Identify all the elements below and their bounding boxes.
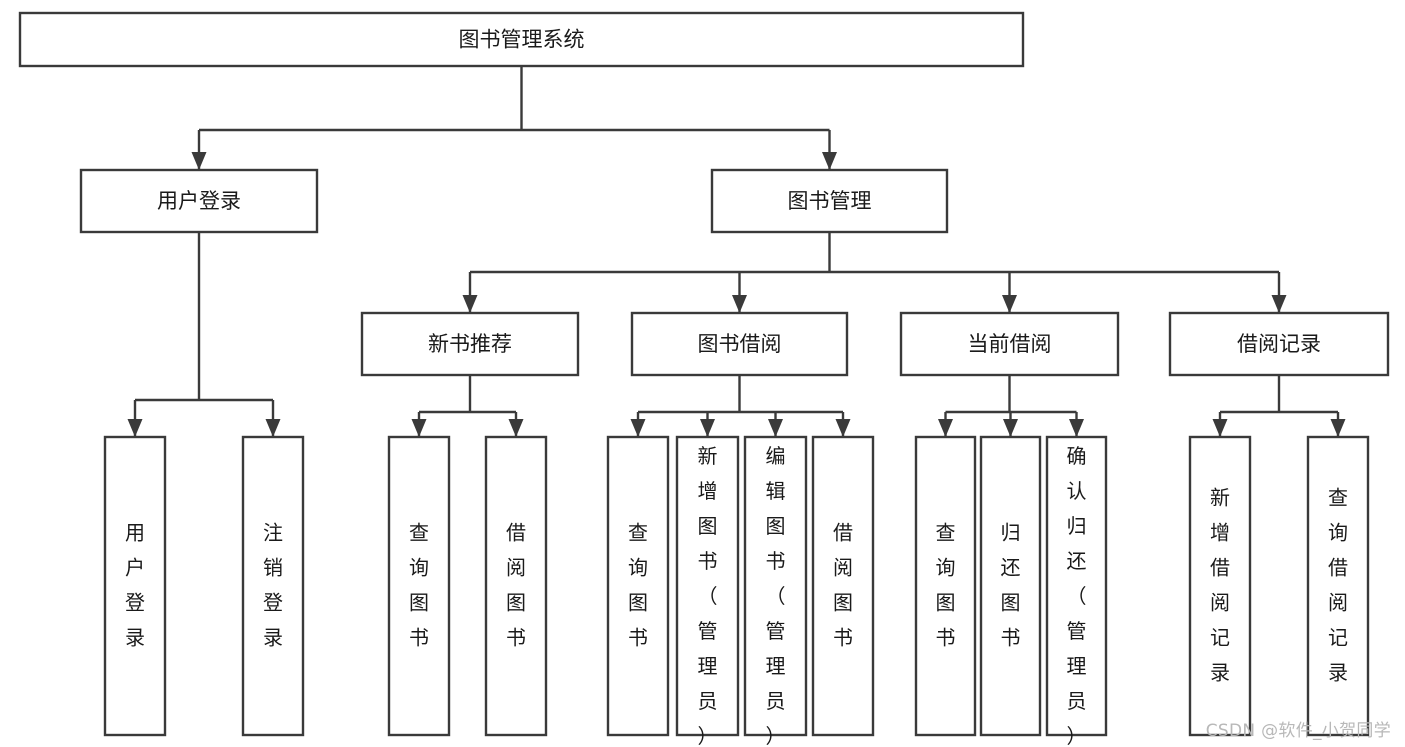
node-leaf-查询图书-4[interactable]: 查询图书 (606, 435, 670, 737)
node-rect (710, 168, 949, 234)
arrow-head-icon (768, 419, 783, 437)
node-label: 查询图书 (409, 520, 429, 649)
node-label: 图书管理 (788, 189, 872, 213)
node-leaf-借阅图书-7[interactable]: 借阅图书 (811, 435, 875, 737)
node-rect (360, 311, 580, 377)
node-label: 借阅图书 (833, 520, 853, 649)
node-l3-图书借阅-1[interactable]: 图书借阅 (630, 311, 849, 377)
node-leaf-注销登录-1[interactable]: 注销登录 (241, 435, 305, 737)
node-rect (606, 435, 670, 737)
node-label: 查询图书 (628, 520, 648, 649)
node-rect (630, 311, 849, 377)
node-leaf-确认归还-管理员-10[interactable]: 确认归还（管理员） (1045, 435, 1108, 747)
node-l3-新书推荐-0[interactable]: 新书推荐 (360, 311, 580, 377)
node-label: 新增借阅记录 (1210, 485, 1230, 684)
node-leaf-归还图书-9[interactable]: 归还图书 (979, 435, 1042, 737)
node-rect (387, 435, 451, 737)
node-label: 图书管理系统 (459, 28, 585, 52)
node-rect (899, 311, 1120, 377)
nodes-layer: 图书管理系统用户登录图书管理新书推荐图书借阅当前借阅借阅记录用户登录注销登录查询… (18, 11, 1390, 747)
node-rect (79, 168, 319, 234)
node-rect (1045, 435, 1108, 737)
node-leaf-查询借阅记录-12[interactable]: 查询借阅记录 (1306, 435, 1370, 737)
node-leaf-用户登录-0[interactable]: 用户登录 (103, 435, 167, 737)
edges-layer (127, 66, 1346, 437)
arrow-head-icon (630, 419, 646, 437)
node-rect (811, 435, 875, 737)
arrow-head-icon (462, 295, 478, 313)
arrow-head-icon (1212, 419, 1228, 437)
node-rect (914, 435, 977, 737)
arrow-head-icon (127, 419, 143, 437)
node-leaf-新增借阅记录-11[interactable]: 新增借阅记录 (1188, 435, 1252, 737)
arrow-head-icon (1069, 419, 1084, 437)
arrow-head-icon (732, 295, 747, 313)
arrow-head-icon (1330, 419, 1346, 437)
node-label: 归还图书 (1001, 520, 1021, 649)
arrow-head-icon (508, 419, 524, 437)
node-l3-借阅记录-3[interactable]: 借阅记录 (1168, 311, 1390, 377)
node-leaf-新增图书-管理员-5[interactable]: 新增图书（管理员） (675, 435, 740, 747)
node-leaf-查询图书-8[interactable]: 查询图书 (914, 435, 977, 737)
node-rect (484, 435, 548, 737)
node-label: 用户登录 (157, 189, 241, 213)
csdn-watermark: CSDN @软件_小贺同学 (1205, 721, 1391, 741)
node-label: 查询图书 (936, 520, 956, 649)
arrow-head-icon (822, 152, 837, 170)
node-label: 确认归还（管理员） (1067, 444, 1087, 747)
node-l3-当前借阅-2[interactable]: 当前借阅 (899, 311, 1120, 377)
node-leaf-查询图书-2[interactable]: 查询图书 (387, 435, 451, 737)
node-l2-用户登录-0[interactable]: 用户登录 (79, 168, 319, 234)
node-leaf-借阅图书-3[interactable]: 借阅图书 (484, 435, 548, 737)
node-label: 查询借阅记录 (1328, 485, 1348, 684)
node-label: 注销登录 (263, 520, 283, 649)
arrow-head-icon (1003, 419, 1018, 437)
arrow-head-icon (1002, 295, 1017, 313)
arrow-head-icon (835, 419, 851, 437)
node-rect (675, 435, 740, 737)
node-rect (103, 435, 167, 737)
arrow-head-icon (191, 152, 207, 170)
node-root-图书管理系统[interactable]: 图书管理系统 (18, 11, 1025, 68)
node-label: 用户登录 (125, 520, 145, 649)
node-rect (743, 435, 808, 737)
node-rect (979, 435, 1042, 737)
node-rect (1188, 435, 1252, 737)
arrow-head-icon (411, 419, 427, 437)
node-label: 当前借阅 (968, 332, 1052, 356)
node-l2-图书管理-1[interactable]: 图书管理 (710, 168, 949, 234)
node-label: 图书借阅 (698, 332, 782, 356)
node-label: 编辑图书（管理员） (766, 444, 786, 747)
arrow-head-icon (938, 419, 953, 437)
node-rect (241, 435, 305, 737)
node-rect (1168, 311, 1390, 377)
node-rect (1306, 435, 1370, 737)
node-leaf-编辑图书-管理员-6[interactable]: 编辑图书（管理员） (743, 435, 808, 747)
node-label: 新增图书（管理员） (698, 444, 718, 747)
node-label: 借阅图书 (506, 520, 526, 649)
arrow-head-icon (700, 419, 715, 437)
node-label: 借阅记录 (1237, 332, 1321, 356)
arrow-head-icon (265, 419, 281, 437)
node-label: 新书推荐 (428, 332, 512, 356)
node-rect (18, 11, 1025, 68)
arrow-head-icon (1271, 295, 1287, 313)
